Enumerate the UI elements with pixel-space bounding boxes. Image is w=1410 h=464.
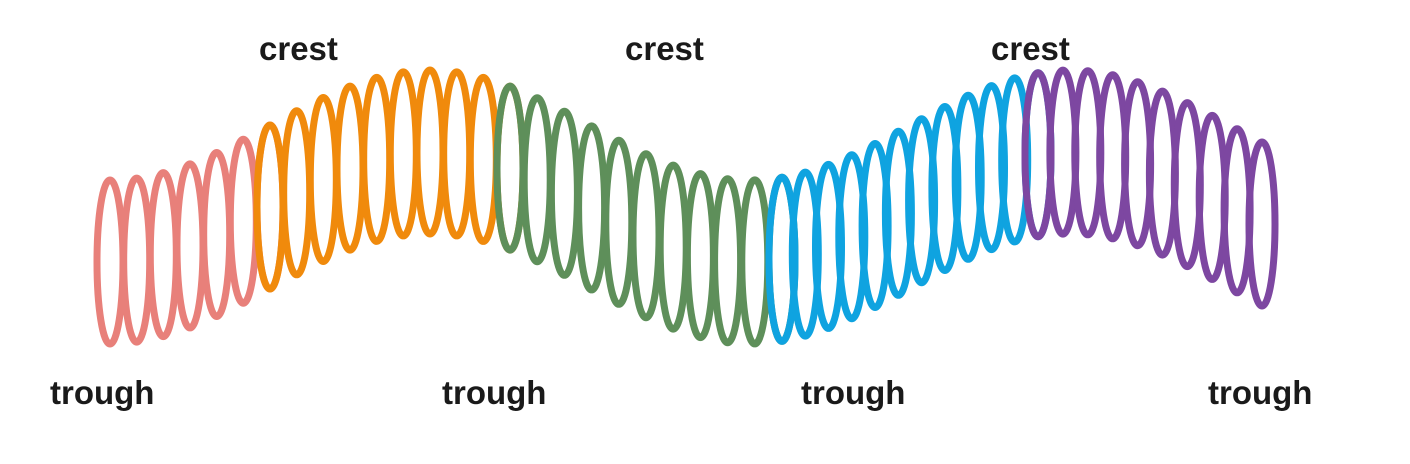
coil-loop-pink	[146, 169, 180, 341]
coil-loop-orange	[280, 107, 314, 279]
coil-loop-green	[629, 150, 663, 322]
trough-label-3: trough	[801, 374, 906, 411]
trough-label-2: trough	[442, 374, 547, 411]
coil-loop-pink	[200, 149, 234, 320]
trough-label-1: trough	[50, 374, 155, 411]
coil-loop-green	[602, 136, 636, 308]
crest-label-2: crest	[625, 30, 704, 67]
coil-loop-green	[656, 161, 690, 333]
coil-loop-orange	[440, 68, 474, 240]
coil-loop-green	[711, 175, 745, 347]
coil-loop-green	[683, 170, 717, 342]
coil-loop-green	[520, 94, 554, 266]
coil-loop-orange	[386, 68, 420, 240]
coil-loop-orange	[333, 82, 367, 254]
coil-loop-orange	[413, 66, 447, 238]
coil-loop-green	[575, 122, 609, 294]
coil-loop-green	[493, 82, 527, 254]
trough-label-4: trough	[1208, 374, 1313, 411]
coil-group	[93, 66, 1279, 348]
crest-label-1: crest	[259, 30, 338, 67]
coil-loop-pink	[173, 160, 207, 332]
coil-loop-orange	[253, 121, 287, 293]
crest-label-3: crest	[991, 30, 1070, 67]
coil-loop-pink	[93, 176, 127, 348]
coil-loop-pink	[226, 135, 260, 307]
coil-loop-green	[738, 176, 772, 348]
coil-loop-purple	[1245, 138, 1279, 310]
coil-loop-orange	[306, 94, 340, 265]
coil-loop-orange	[360, 73, 394, 245]
coil-loop-green	[547, 107, 581, 279]
coil-loop-pink	[120, 174, 154, 346]
coil-loop-orange	[466, 73, 500, 245]
